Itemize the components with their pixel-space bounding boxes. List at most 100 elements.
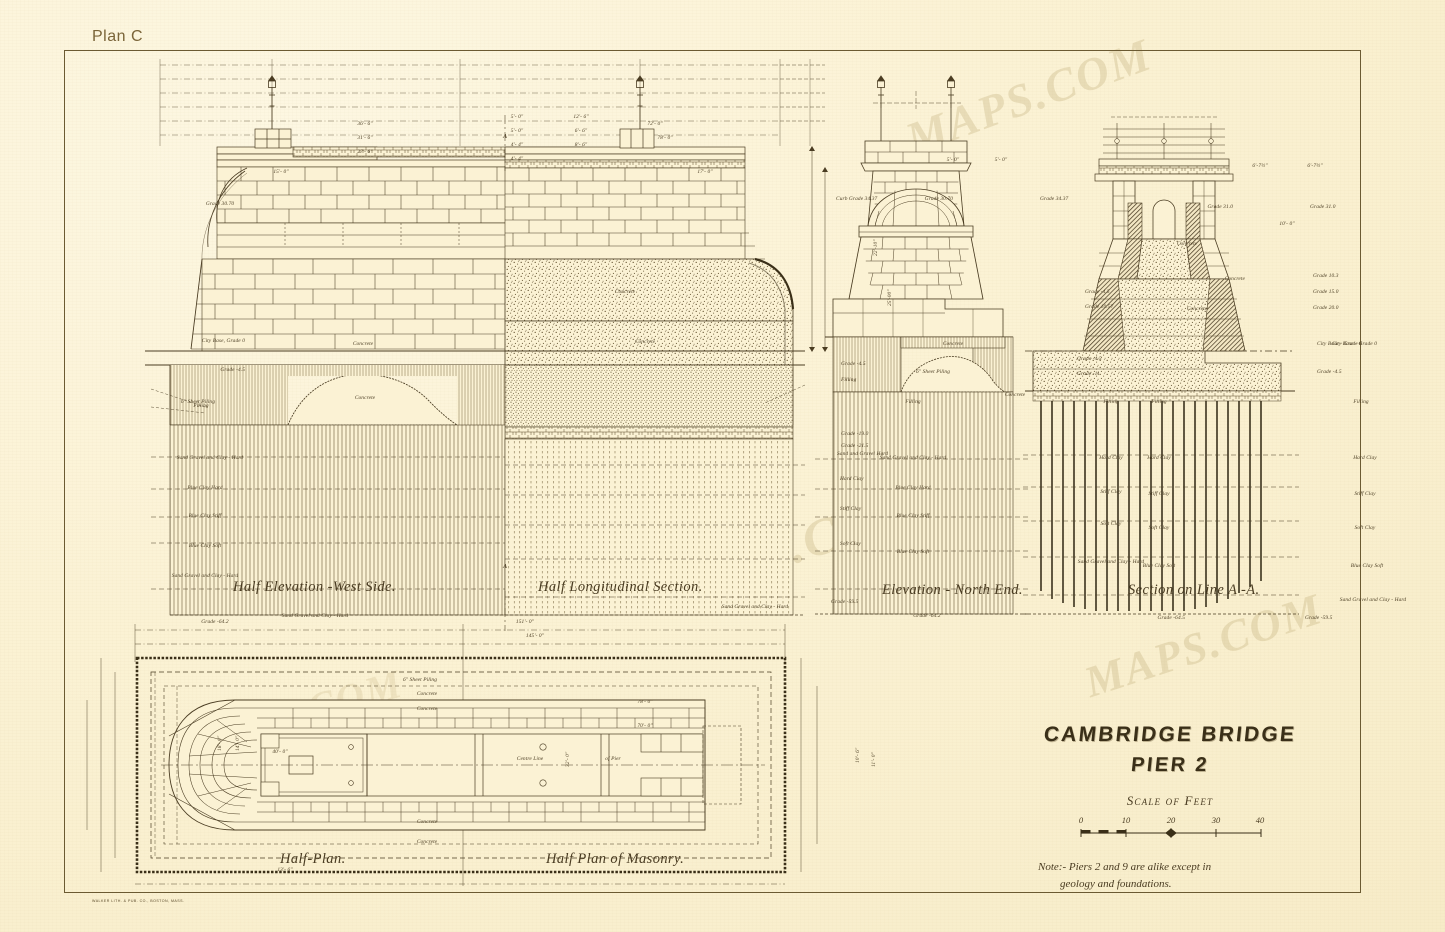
dimension-label: 6'- 6": [574, 128, 588, 134]
label-concrete: Concrete: [614, 289, 636, 295]
dimension-label: 10'- 0": [1279, 221, 1295, 227]
dimension-label: 11'- 0": [871, 752, 877, 767]
dimension-label: 78'- 0": [657, 135, 673, 141]
dimension-label: 145'- 0": [525, 633, 545, 639]
dimension-label: 70'- 0": [637, 723, 653, 729]
section-marker-a-bottom: A: [503, 563, 508, 570]
strata-label-filling: Filling: [1353, 399, 1369, 405]
strata-label: Sand Gravel and Clay - Hard: [171, 573, 239, 579]
dimension-label: 78'- 0": [637, 699, 653, 705]
grade-label: Grade 30.70: [205, 201, 235, 207]
technical-drawing-svg: [86, 59, 1299, 886]
scale-tick-10: 10: [1121, 815, 1131, 825]
grade-label: Grade 10.3: [1313, 273, 1339, 279]
grade-label: Grade -64.2: [913, 613, 941, 619]
caption-half-plan-of-masonry: Half Plan of Masonry.: [546, 851, 685, 867]
grade-label: Grade 15.0: [1313, 289, 1339, 295]
strata-label: Stiff Clay: [1148, 491, 1170, 497]
strata-label: Blue Clay Soft: [1142, 563, 1176, 569]
strata-label: Sand Gravel and Clay - Hard: [281, 613, 349, 619]
drawing-frame: Half Elevation -West Side. Half Longitud…: [64, 50, 1406, 893]
scale-tick-40: 40: [1255, 815, 1265, 825]
strata-label: Blue Clay Stiff: [896, 513, 930, 519]
label-of-pier: of Pier: [605, 756, 621, 762]
strata-label: Sand and Gravel Hard: [837, 451, 889, 457]
lithographer-imprint: WALKER LITH. & PUB. CO., BOSTON, MASS.: [92, 899, 185, 903]
strata-label: Sand Gravel and Clay - Hard: [1339, 597, 1407, 603]
strata-label: Hard Clay: [1353, 455, 1377, 461]
grade-label: City Base - Grade 0: [1317, 341, 1363, 347]
grade-label: Grade -59.5: [1305, 615, 1333, 621]
label-sheet-piling: 6" Sheet Piling: [402, 677, 438, 683]
strata-label: Hard Clay: [1147, 455, 1171, 461]
dimension-label: 31'- 6": [357, 135, 373, 141]
grade-label: Grade -4.5: [220, 367, 245, 373]
scale-tick-20: 20: [1166, 815, 1176, 825]
label-sheet-piling: 6" Sheet Piling: [915, 369, 951, 375]
grade-label: Grade -64.5: [1157, 615, 1185, 621]
dimension-label: 27'- 6": [357, 149, 373, 155]
dimension-label: 5'- 0": [946, 157, 960, 163]
grade-label: Grade -64.2: [201, 619, 229, 625]
grade-label: Grade -4.5: [1077, 356, 1102, 362]
dimension-label: 12'- 6": [573, 114, 589, 120]
dimension-label: 18'- 0": [217, 735, 223, 751]
grade-label: Grade -19.0: [841, 431, 869, 437]
label-concrete: Concrete: [352, 341, 374, 347]
dimension-label: 32'- 0": [565, 751, 571, 767]
dimension-label: 22'-10": [873, 239, 879, 256]
scale-bar: 0 10 20 30 40: [1077, 815, 1265, 841]
grade-label: Grade -4.5: [841, 361, 866, 367]
dimension-label: 5'- 0": [510, 128, 524, 134]
dimension-label: 17'- 0": [697, 169, 713, 175]
dimension-label: 14'- 0": [235, 735, 241, 751]
scale-tick-30: 30: [1211, 815, 1221, 825]
strata-label: Blue Clay Hard: [895, 485, 931, 491]
strata-label-filling: Filling: [193, 403, 209, 409]
strata-label: Stiff Clay: [840, 506, 862, 512]
strata-label: Sand Gravel and Clay - Hard: [879, 455, 947, 461]
note-line-2: geology and foundations.: [1060, 878, 1172, 891]
scale-label: Scale of Feet: [1126, 793, 1214, 808]
strata-label: Blue Clay Soft: [188, 543, 222, 549]
dimension-label: 8'- 6": [574, 142, 588, 148]
drawing-canvas: Half Elevation -West Side. Half Longitud…: [65, 51, 1406, 892]
strata-label: Blue Clay Soft: [896, 549, 930, 555]
dimension-label: 72'- 0": [647, 121, 663, 127]
strata-label-filling: Filling: [841, 377, 857, 383]
plan-label: Plan C: [92, 28, 144, 45]
dimension-label: 6'-7½": [1252, 163, 1268, 169]
strata-label: Sand Gravel and Clay - Hard: [176, 455, 244, 461]
label-concrete: Concrete: [1186, 306, 1208, 312]
drawing-title: CAMBRIDGE BRIDGE: [1042, 723, 1298, 746]
label-concrete: Concrete: [416, 706, 438, 712]
dimension-label: 5'- 0": [994, 157, 1008, 163]
strata-label: Sand Gravel and Clay - Hard: [1077, 559, 1145, 565]
dimension-label: 10'- 6": [855, 747, 861, 763]
strata-label: Stiff Clay: [1354, 491, 1376, 497]
note-prefix: Note:-: [1038, 861, 1067, 873]
label-concrete: Concrete: [416, 839, 438, 845]
label-concrete: Concrete: [634, 339, 656, 345]
label-sheet-piling: 6" Sheet Piling: [180, 399, 216, 405]
label-concrete: Concrete: [416, 819, 438, 825]
grade-label: Grade -21.5: [841, 443, 869, 449]
dimension-label: 5'- 0": [510, 114, 524, 120]
strata-label: Blue Clay Stiff: [188, 513, 222, 519]
strata-label: Blue Clay Soft: [1350, 563, 1384, 569]
label-concrete: Concrete: [1004, 392, 1026, 398]
grade-label: Grade 10.57: [1085, 304, 1114, 310]
dimension-label: 15'- 0": [273, 169, 289, 175]
scale-bar-graphic: [1080, 827, 1262, 839]
dimension-label: 25'-00": [887, 289, 893, 306]
grade-label: City Base - Grade 0: [1331, 341, 1377, 347]
label-concrete: Concrete: [1176, 241, 1198, 247]
strata-label: Blue Clay Hard: [187, 485, 223, 491]
drawing-subtitle: PIER 2: [1130, 754, 1211, 776]
strata-label: Soft Clay: [1148, 525, 1170, 531]
strata-label-filling: Filling: [1151, 399, 1167, 405]
caption-elevation-north-end: Elevation - North End.: [882, 582, 1023, 598]
caption-half-plan: Half-Plan.: [280, 851, 346, 867]
strata-label: Soft Clay: [840, 541, 861, 547]
strata-label: Hard Clay: [1099, 455, 1123, 461]
